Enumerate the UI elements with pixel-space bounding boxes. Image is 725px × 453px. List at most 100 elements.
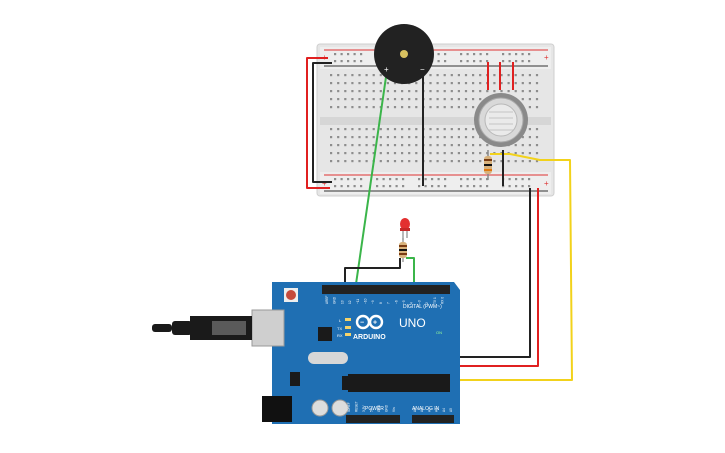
breadboard-hole (437, 53, 440, 56)
breadboard-hole (365, 144, 368, 147)
power-pin-label: Vin (392, 407, 396, 412)
tx-label: TX (337, 326, 342, 331)
breadboard-hole (535, 144, 539, 147)
breadboard-hole (358, 152, 361, 155)
breadboard-hole (393, 128, 397, 131)
breadboard-hole (486, 178, 489, 181)
breadboard-hole (508, 53, 511, 56)
breadboard-hole (502, 60, 505, 63)
breadboard-hole (386, 128, 389, 131)
breadboard-hole (521, 160, 524, 163)
breadboard-hole (358, 144, 361, 147)
breadboard-hole (393, 136, 397, 139)
breadboard-hole (330, 152, 333, 155)
power-jack (262, 396, 292, 422)
breadboard-hole (500, 74, 503, 77)
breadboard-hole (528, 160, 531, 163)
breadboard-hole (479, 185, 482, 188)
breadboard-hole (479, 74, 482, 77)
breadboard-hole (337, 106, 340, 109)
breadboard-hole (347, 185, 350, 188)
breadboard-hole (424, 185, 427, 188)
breadboard-hole (473, 178, 476, 181)
breadboard-hole (330, 128, 333, 131)
wires (306, 57, 573, 421)
breadboard-hole (429, 128, 432, 131)
breadboard-hole (473, 185, 476, 188)
breadboard-hole (401, 152, 404, 155)
breadboard-hole (521, 136, 524, 139)
usb-port (251, 309, 285, 347)
breadboard-hole (393, 160, 397, 163)
breadboard-hole (365, 106, 368, 109)
breadboard-hole (514, 90, 517, 93)
breadboard-hole (528, 53, 531, 56)
breadboard-hole (472, 136, 475, 139)
breadboard-hole (358, 98, 361, 101)
power-pin-label: 5V (370, 407, 374, 412)
breadboard-hole (457, 160, 460, 163)
breadboard-hole (429, 98, 432, 101)
breadboard-hole (528, 60, 531, 63)
breadboard-hole (521, 90, 524, 93)
breadboard-hole (493, 160, 496, 163)
resistor-breadboard (484, 150, 492, 180)
breadboard-hole (535, 160, 539, 163)
breadboard-hole (535, 90, 539, 93)
breadboard-hole (493, 90, 496, 93)
breadboard-hole (344, 136, 347, 139)
breadboard-hole (365, 98, 368, 101)
breadboard-hole (372, 82, 375, 85)
breadboard-hole (436, 82, 439, 85)
breadboard-hole (358, 160, 361, 163)
breadboard-hole (330, 90, 333, 93)
breadboard-hole (424, 178, 427, 181)
breadboard-hole (353, 178, 356, 181)
digital-pin-label: ~9 (371, 300, 375, 304)
breadboard-hole (408, 90, 411, 93)
breadboard-hole (408, 160, 411, 163)
breadboard-hole (521, 53, 524, 56)
breadboard-hole (401, 160, 404, 163)
breadboard-hole (521, 82, 524, 85)
breadboard-hole (344, 82, 347, 85)
breadboard-hole (334, 60, 337, 63)
led (400, 218, 410, 240)
breadboard-hole (444, 178, 447, 181)
breadboard-hole (457, 74, 460, 77)
digital-pin-label: AREF (325, 295, 329, 304)
breadboard-hole (515, 53, 518, 56)
breadboard-hole (372, 74, 375, 77)
breadboard-hole (514, 160, 517, 163)
breadboard-hole (340, 178, 343, 181)
breadboard-hole (450, 152, 453, 155)
breadboard-hole (436, 144, 439, 147)
rail-plus-label-right: + (544, 53, 549, 62)
analog-pin-label: A0 (413, 408, 417, 412)
breadboard-hole (401, 136, 404, 139)
breadboard-hole (415, 128, 418, 131)
breadboard-hole (429, 152, 432, 155)
breadboard-hole (507, 82, 510, 85)
breadboard-hole (365, 136, 368, 139)
breadboard-hole (379, 144, 382, 147)
wire-green-buzzer (355, 69, 388, 285)
breadboard-hole (337, 128, 340, 131)
breadboard-hole (486, 185, 489, 188)
breadboard-hole (460, 178, 463, 181)
breadboard-hole (372, 106, 375, 109)
breadboard-hole (535, 98, 539, 101)
breadboard-hole (528, 144, 531, 147)
breadboard-hole (401, 128, 404, 131)
breadboard-hole (464, 106, 468, 109)
breadboard-hole (360, 53, 363, 56)
on-label: ON (436, 330, 442, 335)
breadboard-hole (372, 152, 375, 155)
analog-pin-label: A2 (427, 408, 431, 412)
buzzer-plus-label: + (384, 65, 389, 74)
breadboard-hole (334, 53, 337, 56)
breadboard-hole (444, 60, 447, 63)
breadboard-hole (334, 185, 337, 188)
power-pin-label: GND (377, 404, 381, 412)
